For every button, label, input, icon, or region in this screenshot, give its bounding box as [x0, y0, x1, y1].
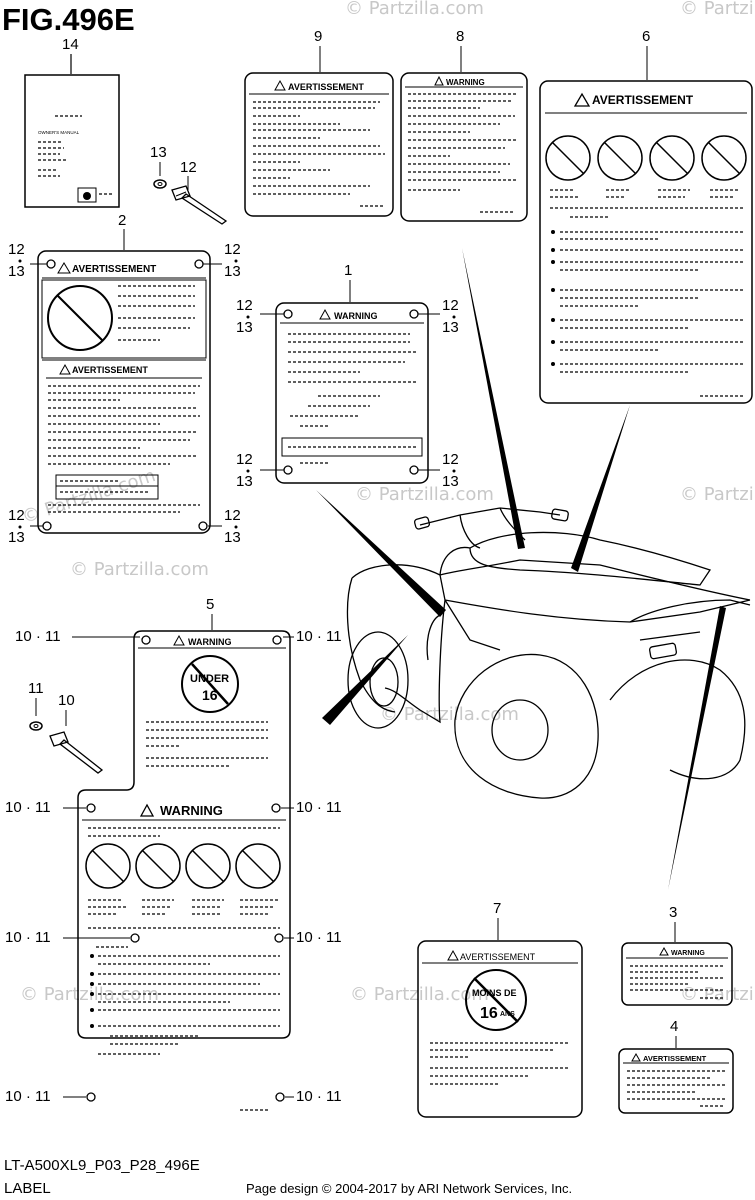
label-6: 6 AVERTISSEMENT	[539, 28, 753, 404]
label-2-heading: AVERTISSEMENT	[72, 264, 156, 275]
callout-13: 13	[8, 529, 25, 546]
owners-manual: 14 OWNER'S MANUAL	[24, 36, 120, 208]
under-16-text: UNDER	[190, 673, 229, 685]
moins-16-ans: ANS	[500, 1011, 515, 1018]
label-5: 5 WARNING UNDER 16 WARNING	[77, 596, 291, 1111]
callout-13: 13	[8, 263, 25, 280]
callout-11: 11	[28, 680, 44, 697]
callout-10-11: 10 · 11	[296, 799, 342, 816]
moins-16-age: 16	[480, 1005, 498, 1022]
watermark: © Partzilla.com	[680, 484, 755, 505]
callout-10-11: 10 · 11	[5, 929, 51, 946]
label-5-fasteners: 10 · 11 10 · 11 10 · 11 10 · 11 10 · 11 …	[5, 628, 342, 1105]
callout-12: 12	[236, 297, 253, 314]
page-credit: Page design © 2004-2017 by ARI Network S…	[246, 1181, 572, 1196]
label-2: 2 AVERTISSEMENT AVERTISSEMENT	[37, 212, 211, 534]
atv-illustration	[346, 507, 751, 799]
callout-10-11: 10 · 11	[5, 799, 51, 816]
watermark: © Partzilla.com	[70, 559, 209, 580]
leader-wedges	[316, 248, 726, 890]
rivet-10-washer-11: 11 10	[28, 680, 104, 774]
label-8-heading: WARNING	[446, 78, 485, 87]
callout-12: 12	[8, 507, 25, 524]
figure-subtitle: LABEL	[4, 1180, 51, 1197]
label-5-top-heading: WARNING	[188, 637, 232, 647]
label-4-heading: AVERTISSEMENT	[643, 1054, 707, 1063]
callout-12: 12	[224, 241, 241, 258]
watermarks: © Partzilla.com © Partzilla.com © Partzi…	[20, 0, 755, 1005]
callout-12: 12	[442, 297, 459, 314]
callout-12: 12	[442, 451, 459, 468]
label-7-heading: AVERTISSEMENT	[460, 952, 536, 962]
label-9-heading: AVERTISSEMENT	[288, 82, 364, 92]
callout-10-11: 10 · 11	[296, 1088, 342, 1105]
label-3-heading: WARNING	[671, 950, 705, 957]
label-2-fasteners: 12 13 12 13 12 13 12 13	[8, 241, 241, 546]
callout-12: 12	[224, 507, 241, 524]
watermark: © Partzilla.com	[355, 484, 494, 505]
figure-code: LT-A500XL9_P03_P28_496E	[4, 1157, 200, 1174]
label-3: 3 WARNING	[621, 904, 733, 1006]
label-9: 9 AVERTISSEMENT	[244, 28, 394, 217]
label-4: 4 AVERTISSEMENT	[618, 1018, 734, 1114]
callout-12: 12	[180, 159, 197, 176]
callout-10-11: 10 · 11	[15, 628, 61, 645]
moins-16-text: MOINS DE	[472, 988, 517, 998]
callout-10-11: 10 · 11	[296, 628, 342, 645]
rivet-12-washer-13: 13 12	[150, 144, 228, 225]
callout-13: 13	[236, 319, 253, 336]
label-5-heading: WARNING	[160, 803, 223, 818]
figure-title: FIG.496E	[2, 2, 135, 37]
callout-13: 13	[224, 263, 241, 280]
callout-12: 12	[8, 241, 25, 258]
callout-12: 12	[236, 451, 253, 468]
callout-7: 7	[493, 900, 501, 917]
callout-14: 14	[62, 36, 79, 53]
callout-13: 13	[224, 529, 241, 546]
watermark: © Partzilla.com	[345, 0, 484, 19]
under-16-age: 16	[202, 687, 218, 703]
pictogram-row	[545, 135, 747, 181]
callout-6: 6	[642, 28, 650, 45]
watermark: © Partzilla.com	[20, 984, 159, 1005]
callout-1: 1	[344, 262, 352, 279]
watermark: © Partzilla.com	[680, 984, 755, 1005]
label-6-heading: AVERTISSEMENT	[592, 93, 694, 107]
manual-title: OWNER'S MANUAL	[38, 130, 80, 135]
callout-13: 13	[236, 473, 253, 490]
callout-5: 5	[206, 596, 214, 613]
callout-10-11: 10 · 11	[296, 929, 342, 946]
callout-13: 13	[442, 473, 459, 490]
watermark: © Partzilla.com	[350, 984, 489, 1005]
callout-9: 9	[314, 28, 322, 45]
label-2-subheading: AVERTISSEMENT	[72, 365, 148, 375]
callout-13: 13	[442, 319, 459, 336]
label-7: 7 AVERTISSEMENT MOINS DE 16 ANS	[417, 900, 583, 1118]
callout-3: 3	[669, 904, 677, 921]
pictogram-row	[85, 843, 281, 889]
callout-13: 13	[150, 144, 167, 161]
callout-2: 2	[118, 212, 126, 229]
label-1-fasteners: 12 13 12 13 12 13 12 13	[236, 297, 459, 490]
watermark: © Partzilla.com	[380, 704, 519, 725]
label-1-heading: WARNING	[334, 311, 378, 321]
callout-8: 8	[456, 28, 464, 45]
label-1: 1 WARNING	[275, 262, 429, 484]
label-8: 8 WARNING	[400, 28, 528, 222]
callout-4: 4	[670, 1018, 678, 1035]
callout-10-11: 10 · 11	[5, 1088, 51, 1105]
watermark: © Partzilla.com	[680, 0, 755, 19]
callout-10: 10	[58, 692, 75, 709]
